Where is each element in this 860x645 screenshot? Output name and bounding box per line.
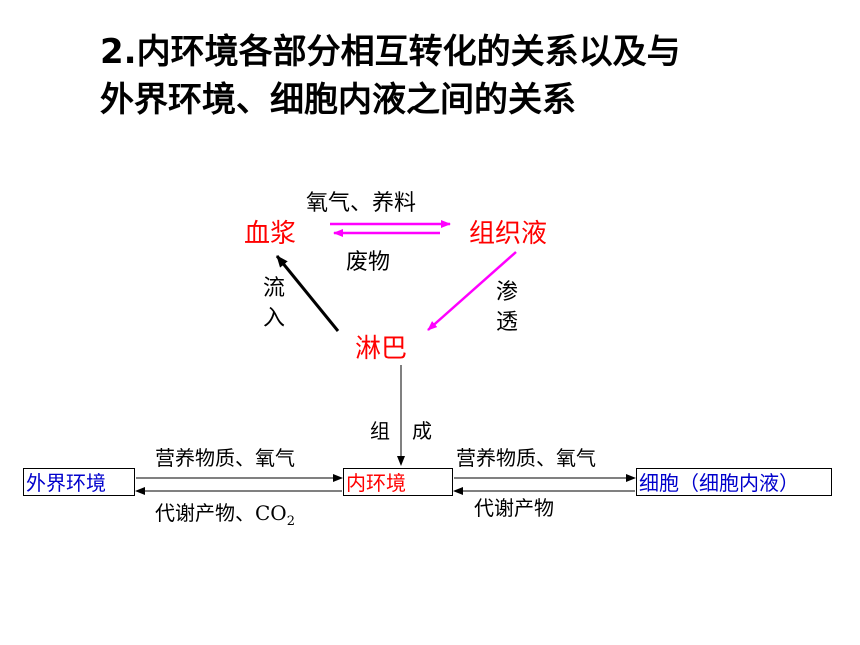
label-left-nutrients-oxygen: 营养物质、氧气	[155, 446, 295, 470]
label-osmosis: 渗透	[495, 280, 518, 335]
label-right-nutrients-oxygen: 营养物质、氧气	[456, 446, 596, 470]
label-waste: 废物	[346, 250, 391, 275]
arrow-tissue-to-lymph	[427, 251, 517, 331]
title-line-1: 2.内环境各部分相互转化的关系以及与	[100, 32, 681, 72]
label-compose-2: 成	[412, 419, 432, 443]
label-right-metabolites: 代谢产物	[474, 496, 554, 520]
box-cell-fluid: 细胞（细胞内液）	[636, 468, 832, 496]
label-left-metabolites-text: 代谢产物、CO	[155, 501, 287, 525]
label-flow-in: 流入	[262, 276, 285, 331]
node-tissue-fluid: 组织液	[469, 219, 548, 249]
title-line-2: 外界环境、细胞内液之间的关系	[100, 80, 576, 120]
node-plasma: 血浆	[244, 219, 297, 249]
label-compose-1: 组	[370, 419, 390, 443]
co2-subscript: 2	[286, 514, 295, 529]
box-inner-environment: 内环境	[343, 468, 453, 496]
slide-title: 2.内环境各部分相互转化的关系以及与 外界环境、细胞内液之间的关系	[100, 28, 800, 124]
arrow-lymph-to-plasma	[275, 255, 340, 332]
label-oxygen-nutrients: 氧气、养料	[306, 191, 417, 216]
label-left-metabolites-co2: 代谢产物、CO2	[155, 500, 295, 535]
box-outer-environment: 外界环境	[23, 468, 135, 496]
node-lymph: 淋巴	[355, 334, 408, 364]
